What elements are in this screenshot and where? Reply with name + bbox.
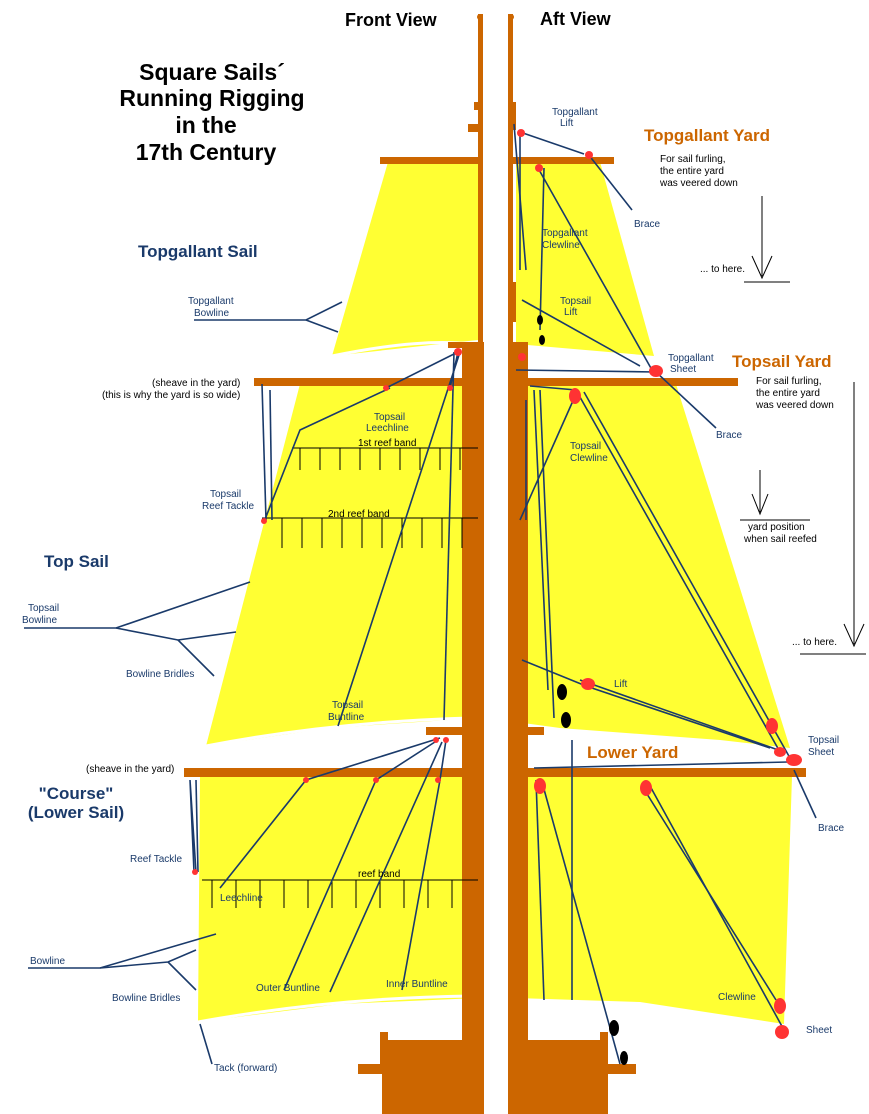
reef-pos-note-1: yard position xyxy=(748,522,805,533)
reef-band-label: reef band xyxy=(358,869,400,880)
ts-clewline-label-1: Topsail xyxy=(570,441,601,452)
bowline-bridles-top-label: Bowline Bridles xyxy=(126,669,194,680)
tg-furl-note-2: the entire yard xyxy=(660,166,724,177)
course-label-2: (Lower Sail) xyxy=(28,803,124,822)
leechline-label: Leechline xyxy=(220,893,263,904)
ts-lift-label-2: Lift xyxy=(564,307,578,318)
reef2-label: 2nd reef band xyxy=(328,509,390,520)
ts-here-note: ... to here. xyxy=(792,637,837,648)
title-line-1: Square Sails´ xyxy=(139,59,285,85)
tg-bowline-label-2: Bowline xyxy=(194,308,229,319)
tg-furl-note-3: was veered down xyxy=(659,178,738,189)
topgallant-sail-label: Topgallant Sail xyxy=(138,242,258,261)
front-view-header: Front View xyxy=(345,10,438,30)
topgallant-yard-label: Topgallant Yard xyxy=(644,126,770,145)
ts-furl-note-2: the entire yard xyxy=(756,388,820,399)
tg-sheet-label-2: Sheet xyxy=(670,364,696,375)
note-arrows xyxy=(740,196,866,655)
deadeyes xyxy=(537,315,628,1065)
aft-topsail xyxy=(516,384,790,748)
ts-reef-tackle-label-2: Reef Tackle xyxy=(202,501,255,512)
sheave-lower-label: (sheave in the yard) xyxy=(86,764,174,775)
brace-mid-label: Brace xyxy=(716,430,743,441)
front-topsail xyxy=(206,384,478,746)
brace-low-label: Brace xyxy=(818,823,845,834)
ts-buntline-label-1: Topsail xyxy=(332,700,363,711)
title-line-2: Running Rigging xyxy=(119,85,304,111)
tg-lift-label-1: Topgallant xyxy=(552,107,598,118)
sheet-label: Sheet xyxy=(806,1025,832,1036)
ts-bowline-label-1: Topsail xyxy=(28,603,59,614)
reef-tackle-label: Reef Tackle xyxy=(130,854,183,865)
sheave-label-2: (this is why the yard is so wide) xyxy=(102,390,240,401)
front-topgallant-sail xyxy=(332,162,478,356)
ts-clewline-label-2: Clewline xyxy=(570,453,608,464)
inner-buntline-label: Inner Buntline xyxy=(386,979,448,990)
brace-top-label: Brace xyxy=(634,219,661,230)
ts-bowline-label-2: Bowline xyxy=(22,615,57,626)
ts-buntline-label-2: Buntline xyxy=(328,712,365,723)
tg-here-note: ... to here. xyxy=(700,264,745,275)
aft-view-header: Aft View xyxy=(540,9,612,29)
tg-furl-note-1: For sail furling, xyxy=(660,154,726,165)
clewline-label: Clewline xyxy=(718,992,756,1003)
blocks xyxy=(192,129,802,1039)
lift-label: Lift xyxy=(614,679,628,690)
ts-reef-tackle-label-1: Topsail xyxy=(210,489,241,500)
reef1-label: 1st reef band xyxy=(358,438,416,449)
tg-bowline-label-1: Topgallant xyxy=(188,296,234,307)
top-sail-label: Top Sail xyxy=(44,552,109,571)
bowline-bridles-low-label: Bowline Bridles xyxy=(112,993,180,1004)
ts-sheet-label-2: Sheet xyxy=(808,747,834,758)
title-line-4: 17th Century xyxy=(136,139,277,165)
reef-pos-note-2: when sail reefed xyxy=(743,534,817,545)
ts-furl-note-3: was veered down xyxy=(755,400,834,411)
topsail-yard-label: Topsail Yard xyxy=(732,352,832,371)
aft-course-sail xyxy=(516,776,792,1024)
ts-furl-note-1: For sail furling, xyxy=(756,376,822,387)
tg-lift-label-2: Lift xyxy=(560,118,574,129)
tg-clewline-label-2: Clewline xyxy=(542,240,580,251)
course-label-1: "Course" xyxy=(39,784,114,803)
tg-clewline-label-1: Topgallant xyxy=(542,228,588,239)
ts-leechline-label-1: Topsail xyxy=(374,412,405,423)
aft-topgallant-sail xyxy=(516,162,654,356)
masts xyxy=(184,14,806,1114)
sheave-label-1: (sheave in the yard) xyxy=(152,378,240,389)
tg-sheet-label-1: Topgallant xyxy=(668,353,714,364)
tack-label: Tack (forward) xyxy=(214,1063,277,1074)
title-line-3: in the xyxy=(175,112,236,138)
lower-yard-label: Lower Yard xyxy=(587,743,678,762)
reef-points xyxy=(211,448,463,908)
outer-buntline-label: Outer Buntline xyxy=(256,983,320,994)
ts-lift-label-1: Topsail xyxy=(560,296,591,307)
ts-sheet-label-1: Topsail xyxy=(808,735,839,746)
bowline-label: Bowline xyxy=(30,956,65,967)
ts-leechline-label-2: Leechline xyxy=(366,423,409,434)
